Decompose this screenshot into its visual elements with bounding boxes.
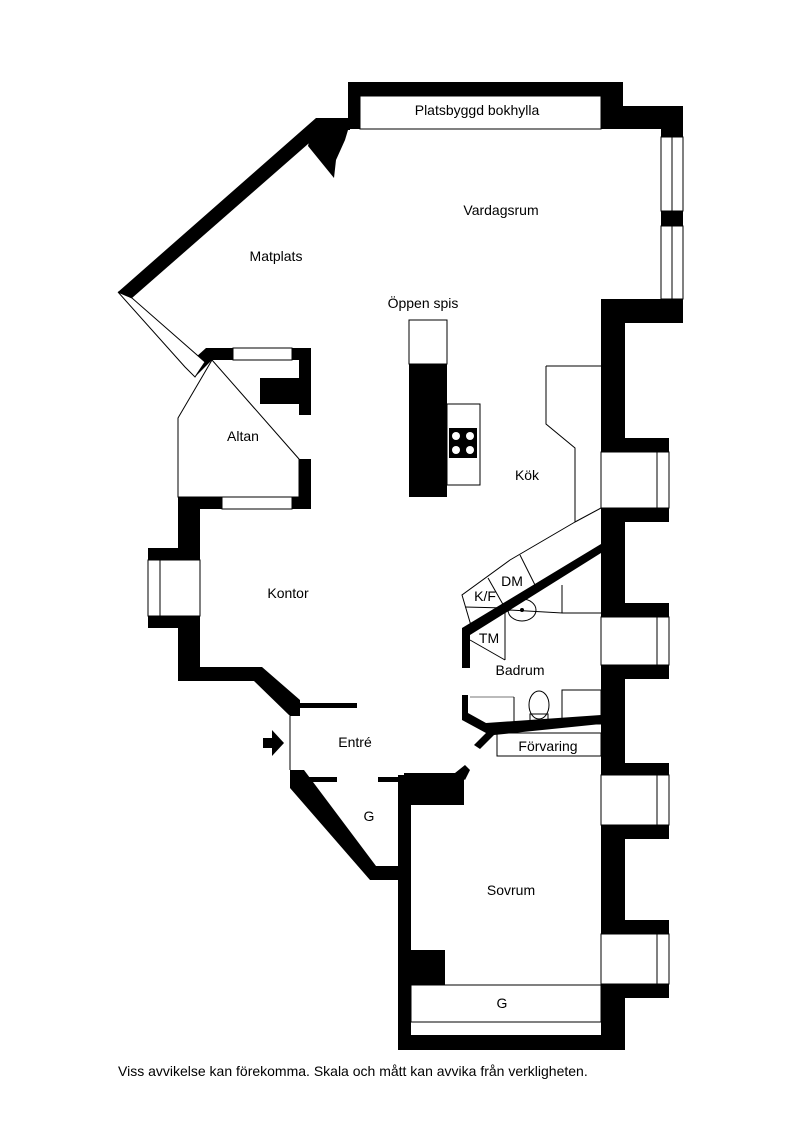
label-kitchen: Kök bbox=[515, 467, 540, 483]
balcony-outline bbox=[177, 359, 300, 498]
label-washer: TM bbox=[479, 630, 499, 646]
bedroom-wardrobe bbox=[410, 984, 602, 1023]
entrance-arrow-icon bbox=[263, 730, 284, 756]
label-dining: Matplats bbox=[250, 248, 303, 264]
storage-closet bbox=[496, 732, 602, 757]
bathroom-upper-wall bbox=[462, 544, 601, 668]
label-entrance: Entré bbox=[338, 734, 372, 750]
label-balcony: Altan bbox=[227, 428, 259, 444]
label-bookshelf: Platsbyggd bokhylla bbox=[415, 102, 540, 118]
sink-icon bbox=[507, 598, 537, 622]
kitchen-island bbox=[408, 319, 481, 497]
label-bedroom: Sovrum bbox=[487, 882, 535, 898]
label-storage: Förvaring bbox=[518, 738, 577, 754]
label-office: Kontor bbox=[267, 585, 309, 601]
label-bathroom: Badrum bbox=[495, 662, 544, 678]
windows bbox=[117, 136, 684, 985]
label-dishwasher: DM bbox=[501, 573, 523, 589]
label-wardrobe-bedroom: G bbox=[497, 995, 508, 1011]
window-reveals bbox=[159, 451, 658, 985]
label-fridge-freezer: K/F bbox=[474, 588, 496, 604]
bathroom-lower-wall bbox=[462, 695, 601, 749]
bookshelf-unit bbox=[359, 95, 602, 130]
label-wardrobe-hall: G bbox=[364, 808, 375, 824]
label-fireplace: Öppen spis bbox=[388, 294, 459, 311]
label-living-room: Vardagsrum bbox=[463, 202, 538, 218]
stove-icon bbox=[449, 428, 477, 458]
exterior-walls bbox=[118, 82, 683, 1050]
disclaimer-text: Viss avvikelse kan förekomma. Skala och … bbox=[118, 1063, 588, 1079]
toilet-icon bbox=[528, 690, 550, 722]
